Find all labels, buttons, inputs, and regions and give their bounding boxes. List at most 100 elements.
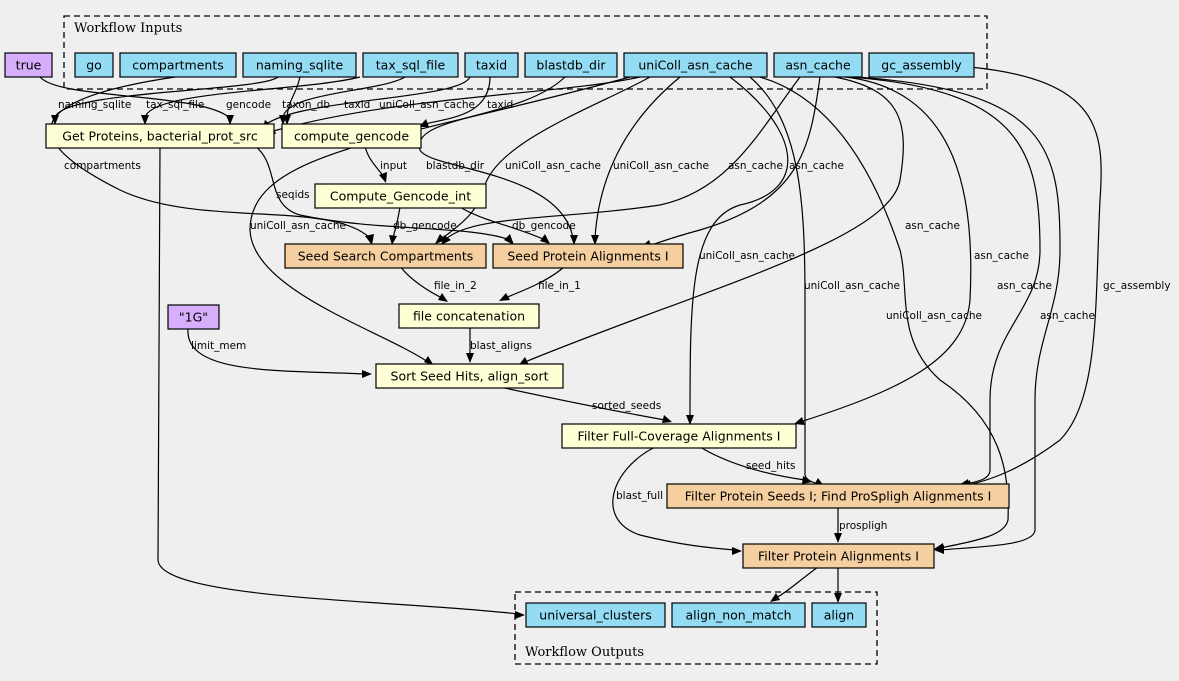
edge-label-gc-assembly: gc_assembly: [1103, 280, 1171, 292]
node-filter-protein-seeds[interactable]: Filter Protein Seeds I; Find ProSpligh A…: [666, 483, 1010, 509]
node-input-blastdb-dir[interactable]: blastdb_dir: [524, 52, 618, 78]
edges: [39, 66, 1102, 619]
edge-label-naming-sqlite: naming_sqlite: [58, 99, 131, 111]
edge-unicoll-to-seed-protein: [591, 76, 681, 245]
edge-label-prospligh: prospligh: [839, 520, 887, 532]
edge-filter-seeds-to-alignments: [834, 507, 842, 543]
node-file-concatenation[interactable]: file concatenation: [398, 303, 540, 329]
svg-text:Sort Seed Hits, align_sort: Sort Seed Hits, align_sort: [391, 369, 549, 384]
edge-gc-assembly-to-filter-seeds: [961, 66, 1102, 489]
edge-label-asn-e: asn_cache: [997, 280, 1052, 292]
edge-1g-to-sort-seed-hits: [187, 328, 372, 378]
edge-label-taxon-db: taxon_db: [282, 99, 330, 111]
edge-label-unicoll-a: uniColl_asn_cache: [379, 99, 475, 111]
edge-compartments-to-seed-search: [50, 76, 374, 245]
edge-label-unicoll-d: uniColl_asn_cache: [250, 220, 346, 232]
edge-unicoll-to-filter-full: [686, 76, 789, 425]
node-input-tax-sql-file[interactable]: tax_sql_file: [362, 52, 459, 78]
edge-label-unicoll-b: uniColl_asn_cache: [505, 160, 601, 172]
node-sort-seed-hits[interactable]: Sort Seed Hits, align_sort: [375, 363, 564, 389]
svg-text:asn_cache: asn_cache: [785, 58, 851, 73]
edge-label-asn-f: asn_cache: [1040, 310, 1095, 322]
edge-label-unicoll-e: uniColl_asn_cache: [699, 250, 795, 262]
edge-label-asn-d: asn_cache: [974, 250, 1029, 262]
svg-text:"1G": "1G": [179, 310, 208, 325]
workflow-outputs-cluster: Workflow Outputs: [514, 591, 878, 665]
edge-label-unicoll-f: uniColl_asn_cache: [804, 280, 900, 292]
edge-label-taxid-a: taxid: [344, 99, 370, 111]
edge-asn-to-seed-search: [441, 76, 801, 245]
svg-text:true: true: [16, 58, 42, 73]
node-filter-full-coverage[interactable]: Filter Full-Coverage Alignments I: [561, 423, 797, 449]
edge-label-unicoll-g: uniColl_asn_cache: [886, 310, 982, 322]
node-output-universal-clusters[interactable]: universal_clusters: [525, 602, 666, 628]
edge-filter-full-to-seeds: [699, 446, 812, 484]
node-input-taxid[interactable]: taxid: [464, 52, 519, 78]
edge-naming-sqlite-to-get-proteins: [51, 76, 279, 125]
edge-seed-protein-to-concat: [499, 265, 566, 301]
node-get-proteins[interactable]: Get Proteins, bacterial_prot_src: [45, 123, 275, 149]
edge-concat-to-sort: [466, 327, 474, 363]
node-compute-gencode-int[interactable]: Compute_Gencode_int: [314, 183, 487, 209]
edge-filter-alignments-to-align-non-match: [770, 566, 819, 602]
edge-asn-to-filter-alignments: [854, 76, 1061, 554]
node-output-align-non-match[interactable]: align_non_match: [671, 602, 806, 628]
edge-compute-gencode-to-int: [364, 145, 387, 183]
edge-label-seed-hits: seed_hits: [746, 460, 795, 472]
node-seed-search-compartments[interactable]: Seed Search Compartments: [284, 243, 487, 269]
edge-label-seqids: seqids: [276, 189, 310, 201]
edge-get-proteins-to-seed-protein: [254, 145, 514, 245]
workflow-inputs-label: Workflow Inputs: [74, 21, 182, 36]
svg-text:Seed Search Compartments: Seed Search Compartments: [298, 249, 474, 264]
node-limit-1g[interactable]: "1G": [167, 304, 220, 330]
svg-text:blastdb_dir: blastdb_dir: [536, 58, 606, 73]
node-output-align[interactable]: align: [811, 602, 867, 628]
svg-text:Get Proteins, bacterial_prot_s: Get Proteins, bacterial_prot_src: [62, 129, 258, 144]
svg-text:gc_assembly: gc_assembly: [881, 58, 962, 73]
nodes: true go compartments naming_sqlite tax_s…: [4, 52, 1010, 628]
edge-label-asn-c: asn_cache: [905, 220, 960, 232]
node-compute-gencode[interactable]: compute_gencode: [281, 123, 422, 149]
edge-get-proteins-to-universal-clusters: [157, 145, 525, 619]
svg-text:align_non_match: align_non_match: [686, 608, 792, 623]
edge-asn-to-filter-full: [794, 76, 972, 425]
svg-text:taxid: taxid: [476, 58, 507, 73]
node-input-go[interactable]: go: [74, 52, 114, 78]
edge-label-gencode: gencode: [226, 99, 271, 111]
svg-text:Filter Protein Seeds I; Find P: Filter Protein Seeds I; Find ProSpligh A…: [685, 489, 992, 504]
node-input-gc-assembly[interactable]: gc_assembly: [868, 52, 975, 78]
edge-label-file-in-2: file_in_2: [434, 280, 477, 292]
svg-text:uniColl_asn_cache: uniColl_asn_cache: [638, 58, 753, 73]
edge-label-unicoll-c: uniColl_asn_cache: [613, 160, 709, 172]
workflow-inputs-cluster: Workflow Inputs: [63, 15, 988, 90]
svg-text:universal_clusters: universal_clusters: [539, 608, 651, 623]
node-input-naming-sqlite[interactable]: naming_sqlite: [242, 52, 357, 78]
edge-labels: naming_sqlite tax_sql_file gencode taxon…: [58, 99, 1171, 532]
node-input-compartments[interactable]: compartments: [119, 52, 237, 78]
svg-text:Filter Protein Alignments I: Filter Protein Alignments I: [758, 549, 919, 564]
svg-text:compute_gencode: compute_gencode: [294, 129, 409, 144]
edge-sort-to-filter-full: [499, 386, 672, 423]
svg-text:align: align: [824, 608, 854, 623]
svg-text:go: go: [86, 58, 102, 73]
node-true-constant[interactable]: true: [4, 52, 53, 78]
edge-seed-search-to-concat: [399, 265, 448, 302]
node-filter-protein-alignments[interactable]: Filter Protein Alignments I: [742, 543, 935, 569]
node-input-unicoll-asn-cache[interactable]: uniColl_asn_cache: [623, 52, 768, 78]
edge-label-db-gencode-a: db_gencode: [393, 220, 457, 232]
svg-text:naming_sqlite: naming_sqlite: [256, 58, 344, 73]
edge-blastdb-to-seed-protein: [418, 76, 578, 245]
edge-unicoll-to-seed-search: [435, 76, 651, 244]
svg-text:compartments: compartments: [132, 58, 224, 73]
edge-label-compartments: compartments: [64, 160, 141, 172]
edge-asn-to-sort-seed-hits: [518, 76, 904, 366]
edge-label-blast-full: blast_full: [616, 490, 663, 502]
edge-int-to-seed-protein: [459, 206, 550, 244]
node-input-asn-cache[interactable]: asn_cache: [773, 52, 863, 78]
edge-label-blastdb-dir: blastdb_dir: [426, 160, 485, 172]
edge-filter-alignments-to-align: [834, 567, 842, 603]
edge-label-blast-aligns: blast_aligns: [470, 340, 532, 352]
node-seed-protein-alignments[interactable]: Seed Protein Alignments I: [492, 243, 684, 269]
edge-label-limit-mem: limit_mem: [191, 340, 246, 352]
